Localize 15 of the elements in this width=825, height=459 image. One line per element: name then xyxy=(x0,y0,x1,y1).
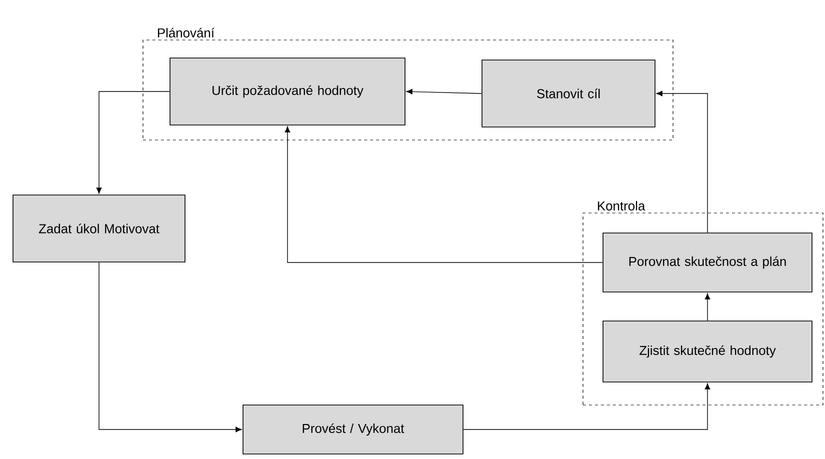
process-box: Zadat úkol Motivovat xyxy=(12,194,186,262)
node-label: Plánování xyxy=(158,28,214,38)
arrow xyxy=(284,126,603,263)
process-box: Provést / Vykonat xyxy=(242,404,464,454)
arrow xyxy=(704,293,710,321)
process-box: Určit požadované hodnoty xyxy=(170,58,406,126)
process-box: Stanovit cíl xyxy=(482,60,656,128)
arrow xyxy=(656,90,708,233)
arrow xyxy=(96,91,170,194)
arrow xyxy=(463,383,710,430)
arrow xyxy=(98,262,242,432)
arrow xyxy=(406,88,482,94)
process-box: Zjistit skutečné hodnoty xyxy=(602,320,812,382)
node-label: Kontrola xyxy=(598,200,646,210)
process-box: Porovnat skutečnost a plán xyxy=(602,232,812,292)
